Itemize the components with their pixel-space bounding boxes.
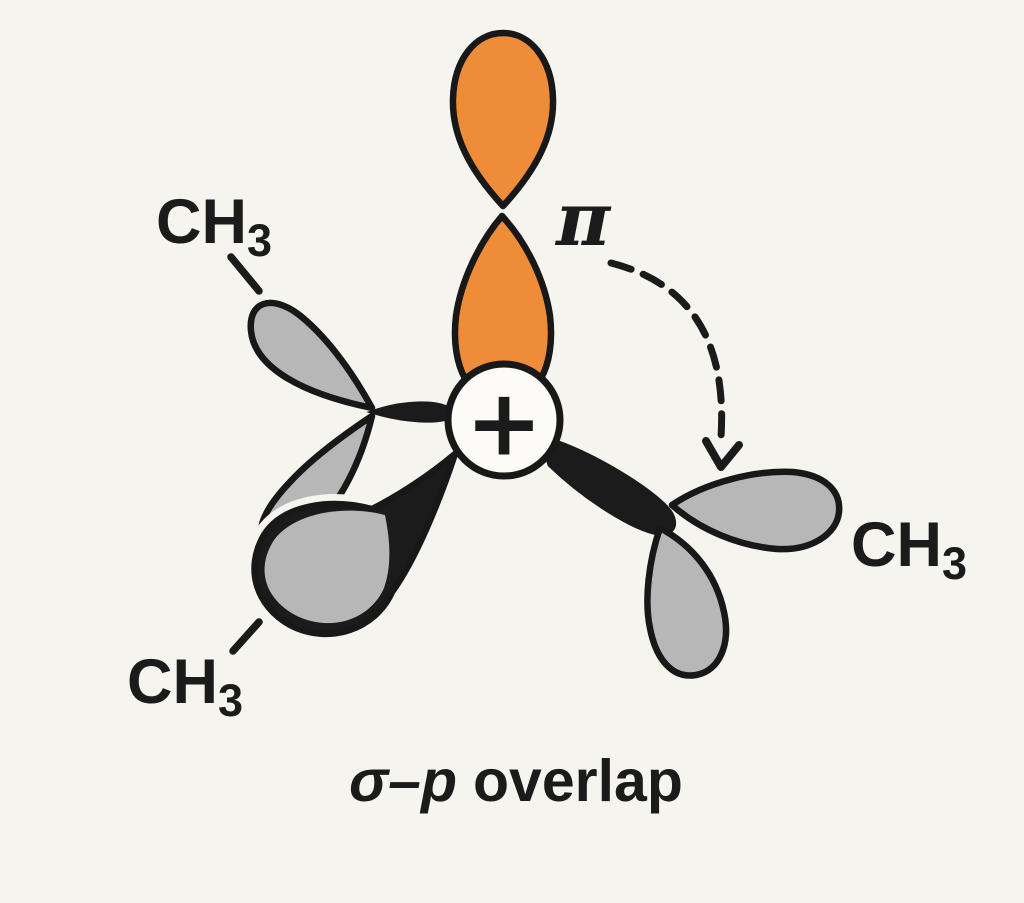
bond-top-left-methyl — [227, 253, 263, 295]
caption-regular-part: overlap — [473, 748, 683, 814]
top-left-methyl-lobe — [247, 299, 376, 412]
right-methyl-cluster — [545, 439, 843, 679]
dashed-arc — [607, 259, 726, 441]
methyl-label-bottom-left: CH3 — [127, 647, 243, 726]
right-methyl-lobe — [668, 468, 843, 553]
plus-charge-label: + — [465, 370, 542, 477]
caption-italic-part: σ–p — [349, 748, 457, 814]
methyl-main: CH — [156, 187, 247, 257]
arrowhead-icon — [702, 437, 743, 471]
carbocation-circle — [444, 360, 564, 480]
methyl-subscript: 3 — [942, 538, 967, 589]
methyl-main: CH — [127, 647, 218, 717]
p-orbital — [449, 29, 557, 407]
right-down-lobe — [644, 524, 730, 679]
bottom-left-sigma-lobe-front — [264, 510, 390, 624]
methyl-subscript: 3 — [247, 215, 272, 266]
p-orbital-top-lobe — [449, 29, 557, 210]
pi-orbital-label: π — [554, 177, 612, 263]
bond-bottom-left-methyl — [229, 618, 263, 655]
methyl-main: CH — [851, 510, 942, 580]
methyl-bonds — [227, 253, 263, 655]
methyl-subscript: 3 — [218, 675, 243, 726]
methyl-label-top-left: CH3 — [156, 187, 272, 266]
left-methyl-cluster — [244, 299, 465, 644]
methyl-label-right: CH3 — [851, 510, 967, 589]
pi-donation-arrow — [607, 259, 743, 471]
carbocation-center: + — [444, 360, 564, 480]
